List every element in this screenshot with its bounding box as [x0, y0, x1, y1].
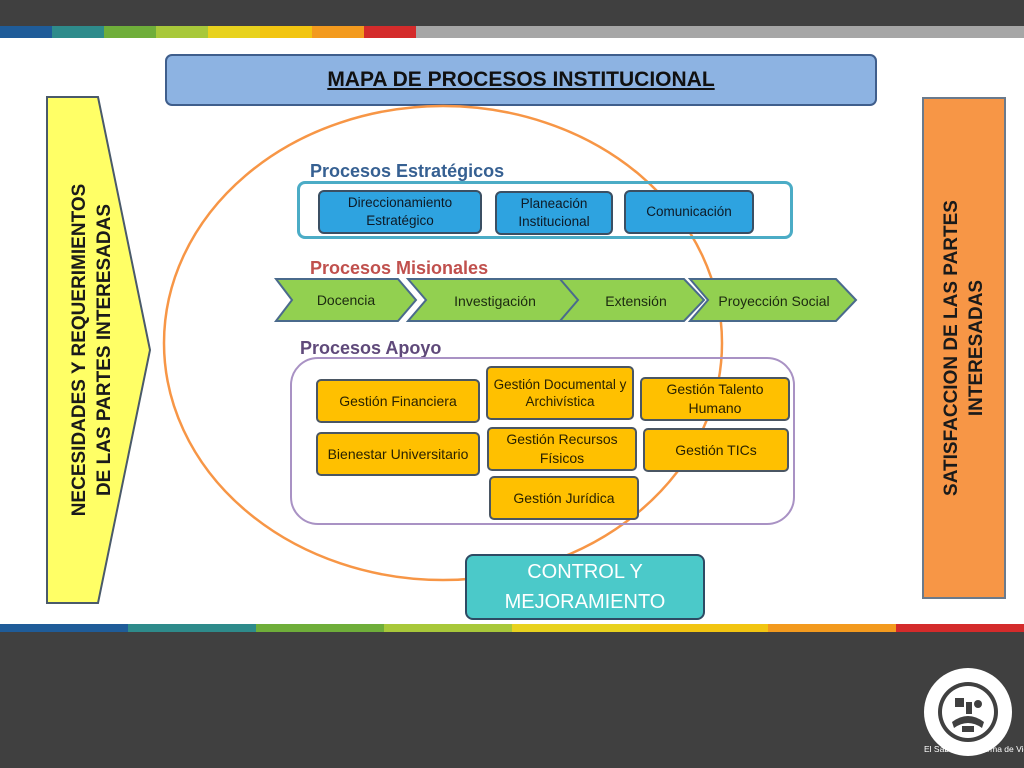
misionales-label: Procesos Misionales: [310, 258, 489, 278]
apoyo-box-recursos-fisicos[interactable]: Gestión Recursos Físicos: [487, 427, 637, 471]
bottom-color-strip: [0, 624, 1024, 632]
misionales-chevrons: [273, 278, 858, 322]
needs-arrow: NECESIDADES Y REQUERIMIENTOS DE LAS PART…: [46, 96, 152, 604]
apoyo-label: Procesos Apoyo: [300, 338, 442, 358]
footer: [0, 632, 1024, 768]
satisfaction-box: SATISFACCION DE LAS PARTES INTERESADAS: [922, 97, 1006, 599]
misional-docencia[interactable]: Docencia: [316, 291, 376, 308]
footer-slogan: El Saber como Arma de Vida: [924, 744, 1024, 754]
estrategicos-frame: [297, 181, 793, 239]
satisfaction-box-label: SATISFACCION DE LAS PARTES INTERESADAS: [941, 200, 987, 496]
estrategico-box-planeacion[interactable]: Planeación Institucional: [495, 191, 613, 235]
page-title: MAPA DE PROCESOS INSTITUCIONAL: [165, 54, 877, 106]
estrategico-box-direccionamiento[interactable]: Direccionamiento Estratégico: [318, 190, 482, 234]
apoyo-box-financiera[interactable]: Gestión Financiera: [316, 379, 480, 423]
control-mejoramiento-box[interactable]: CONTROL Y MEJORAMIENTO: [465, 554, 705, 620]
apoyo-box-talento-humano[interactable]: Gestión Talento Humano: [640, 377, 790, 421]
apoyo-box-bienestar[interactable]: Bienestar Universitario: [316, 432, 480, 476]
apoyo-box-juridica[interactable]: Gestión Jurídica: [489, 476, 639, 520]
top-color-strip: [0, 26, 1024, 38]
misional-proyeccion-social[interactable]: Proyección Social: [718, 292, 830, 309]
misional-extension[interactable]: Extensión: [605, 292, 667, 309]
process-ellipse: [162, 104, 724, 582]
needs-arrow-label: NECESIDADES Y REQUERIMIENTOS DE LAS PART…: [68, 183, 115, 517]
estrategico-box-comunicacion[interactable]: Comunicación: [624, 190, 754, 234]
misional-investigacion[interactable]: Investigación: [454, 292, 536, 309]
top-bar: [0, 0, 1024, 26]
apoyo-box-tics[interactable]: Gestión TICs: [643, 428, 789, 472]
apoyo-frame: [290, 357, 795, 525]
apoyo-box-documental[interactable]: Gestión Documental y Archivística: [486, 366, 634, 420]
estrategicos-label: Procesos Estratégicos: [310, 161, 505, 181]
institution-logo: INSTITUTO TECNOLOGICO DEL PUTUMAYO: [922, 666, 1012, 756]
